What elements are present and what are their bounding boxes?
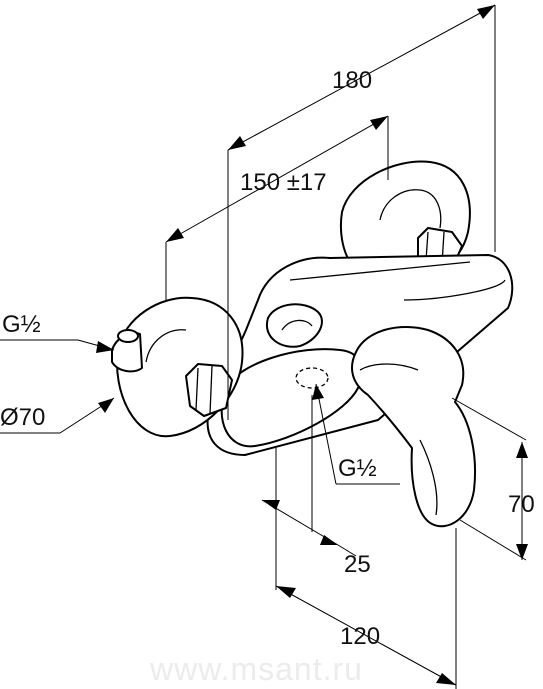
dim-150-label: 150 ±17 <box>240 169 327 196</box>
faucet-body <box>111 160 514 528</box>
left-inlet <box>111 329 143 373</box>
thread-center-label: G½ <box>338 455 377 482</box>
dimension-geometry <box>0 4 528 689</box>
thread-left-label: G½ <box>2 311 41 338</box>
dim-180-label: 180 <box>332 67 372 94</box>
dim-120-label: 120 <box>340 623 380 650</box>
left-nut <box>185 363 233 417</box>
lever-handle <box>351 326 476 528</box>
center-thread-marker <box>295 367 329 389</box>
rosette-diameter-label: Ø70 <box>0 404 45 431</box>
dim-70-label: 70 <box>508 491 535 518</box>
dim-25-label: 25 <box>344 551 371 578</box>
watermark: www.msant.ru <box>149 651 363 687</box>
